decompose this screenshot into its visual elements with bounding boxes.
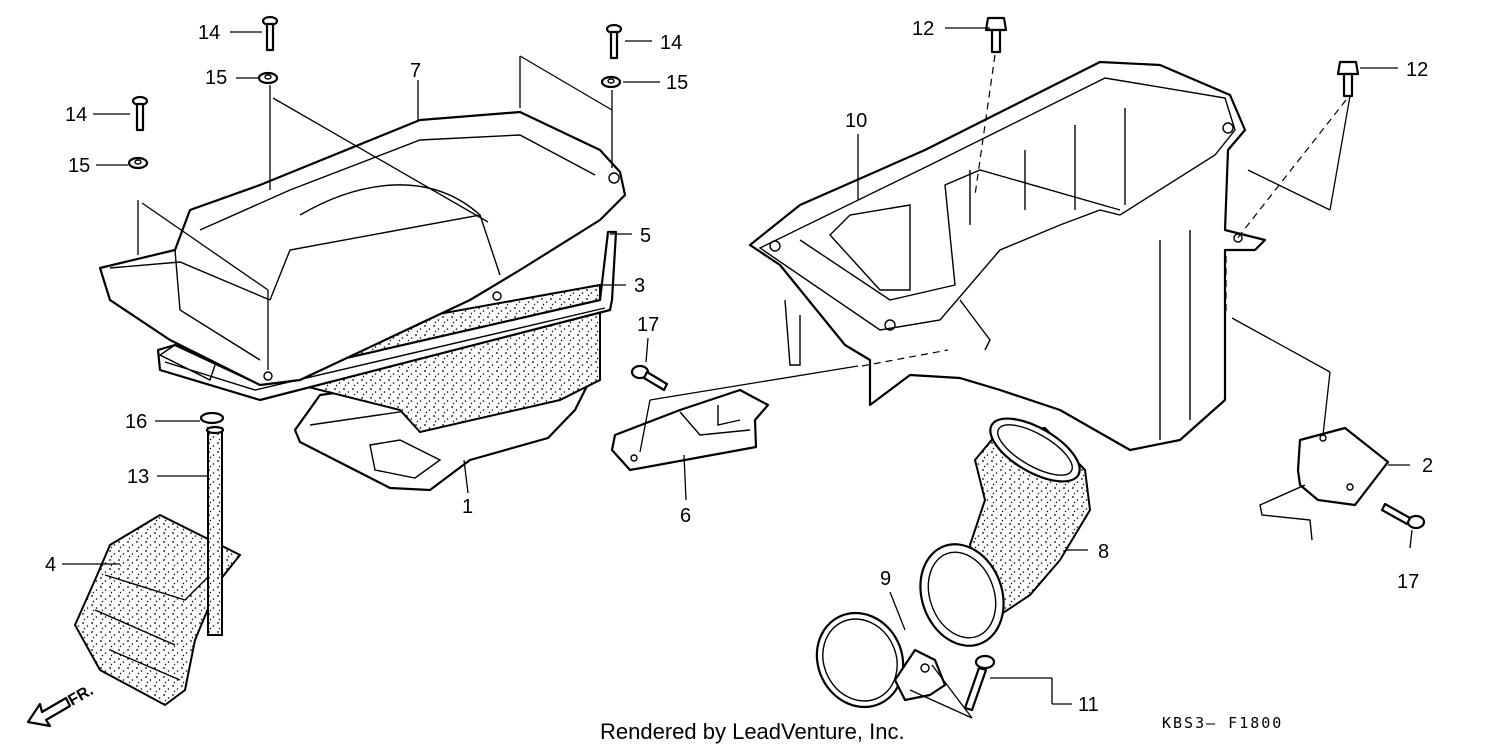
bracket-right-part xyxy=(1259,426,1390,541)
washer-15c-part xyxy=(127,156,149,170)
callout-12a: 12 xyxy=(912,18,934,40)
callout-12b: 12 xyxy=(1406,59,1428,81)
callout-1: 1 xyxy=(462,496,473,518)
callout-15a: 15 xyxy=(205,67,227,89)
callout-10: 10 xyxy=(845,110,867,132)
footer-credit: Rendered by LeadVenture, Inc. xyxy=(600,719,905,744)
callout-15b: 15 xyxy=(666,72,688,94)
front-direction-indicator: FR. xyxy=(26,682,96,728)
screw-14b-part xyxy=(605,23,623,60)
screw-14c-part xyxy=(131,95,149,132)
callout-2: 2 xyxy=(1422,455,1433,477)
screw-14a-part xyxy=(261,15,279,52)
tube-clip-part xyxy=(199,411,225,425)
callout-11: 11 xyxy=(1078,694,1099,716)
front-arrow-icon xyxy=(26,696,72,728)
connecting-tube-part xyxy=(919,417,1092,647)
bolt-12a-part xyxy=(984,16,1008,54)
callout-4: 4 xyxy=(45,554,56,576)
callout-14b: 14 xyxy=(660,32,682,54)
callout-14a: 14 xyxy=(198,22,220,44)
callout-15c: 15 xyxy=(68,155,90,177)
callout-17b: 17 xyxy=(1397,571,1419,593)
callout-6: 6 xyxy=(680,505,691,527)
callout-14c: 14 xyxy=(65,104,87,126)
washer-15a-part xyxy=(257,71,279,85)
bracket-left-part xyxy=(610,388,770,472)
bolt-12b-part xyxy=(1336,60,1360,98)
bolt-17a-part xyxy=(630,364,669,392)
diagram-code: KBS3— F1800 xyxy=(1162,714,1283,732)
callout-9: 9 xyxy=(880,568,891,590)
breather-tube-part xyxy=(205,425,225,636)
callout-13: 13 xyxy=(127,466,149,488)
bolt-17b-part xyxy=(1380,502,1426,530)
callout-16: 16 xyxy=(125,411,147,433)
callout-7: 7 xyxy=(410,60,421,82)
callout-5: 5 xyxy=(640,225,651,247)
air-cleaner-case-part xyxy=(748,60,1267,452)
washer-15b-part xyxy=(600,75,622,89)
callout-17a: 17 xyxy=(637,314,659,336)
air-cleaner-cover-part xyxy=(98,110,627,387)
callout-3: 3 xyxy=(634,275,645,297)
leader-lines xyxy=(62,27,1413,719)
screw-11-part xyxy=(963,654,996,712)
callout-labels: 14 15 7 14 15 14 15 5 3 16 13 4 1 17 6 1… xyxy=(45,18,1433,716)
band-clamp-part xyxy=(815,611,947,709)
callout-8: 8 xyxy=(1098,541,1109,563)
